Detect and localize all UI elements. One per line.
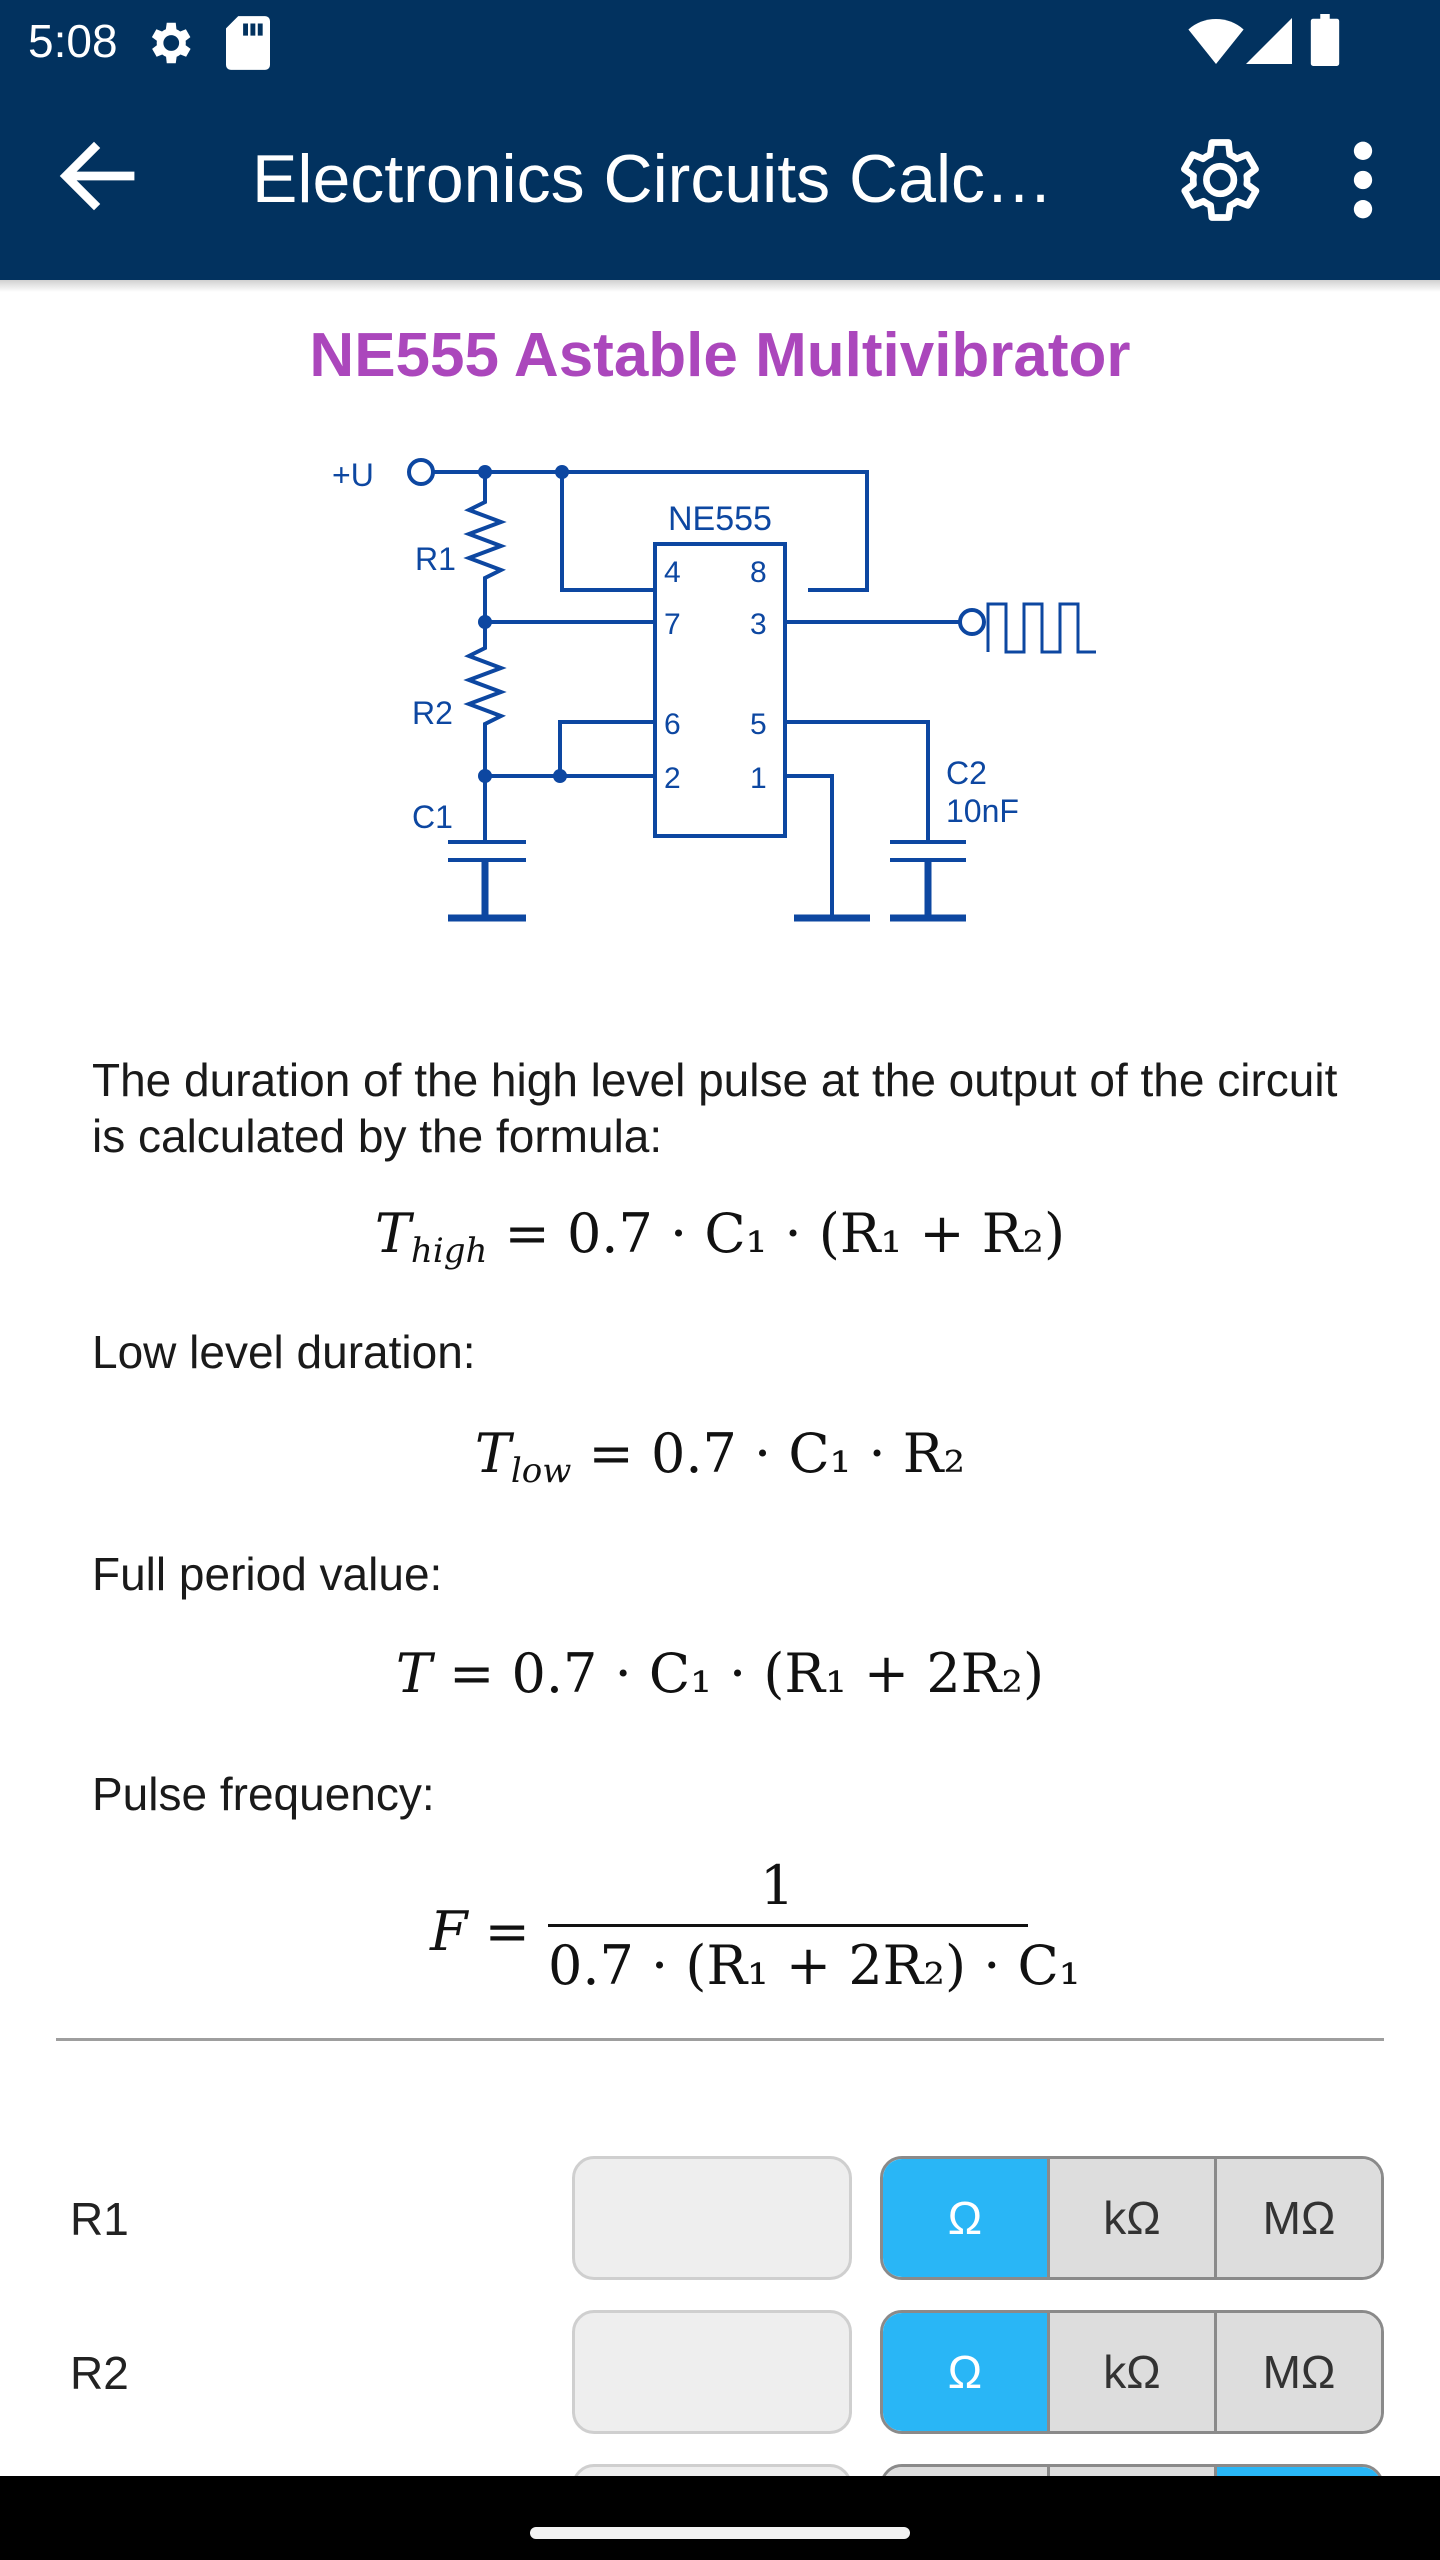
pin-label: 7 [664,608,681,641]
full-period-label: Full period value: [92,1548,443,1600]
c1-label: C1 [412,799,453,835]
unit-button[interactable] [1050,2467,1217,2476]
unit-button[interactable] [883,2467,1050,2476]
cell-signal-icon [1246,18,1292,69]
status-bar: 5:08 [0,0,1440,84]
r2-label: R2 [412,695,453,731]
section-divider [56,2038,1384,2041]
app-bar [0,84,1440,280]
pin-label: 5 [750,708,767,741]
formula-lhs: T [374,1202,411,1265]
pin-label: 1 [750,762,767,795]
more-options-button[interactable] [1318,130,1408,230]
pin-label: 6 [664,708,681,741]
settings-button[interactable] [1166,130,1266,230]
unit-ohm-button[interactable]: Ω [883,2313,1050,2431]
c2-label: C2 [946,755,987,791]
formula-frequency: F = 1 0.7 · (R₁ + 2R₂) · C₁ [420,1854,1081,2012]
c2-value: 10nF [946,793,1019,829]
fraction-numerator: 1 [760,1854,795,1917]
unit-kohm-button[interactable]: kΩ [1050,2159,1217,2277]
page-heading: NE555 Astable Multivibrator [309,321,1131,390]
unit-button[interactable] [1217,2467,1381,2476]
row-label: R2 [70,2347,129,2399]
formula-lhs-sub: high [410,1231,488,1271]
wifi-icon [1188,18,1244,69]
gear-icon [142,16,196,75]
low-duration-label: Low level duration: [92,1326,476,1378]
fraction-bar [548,1924,1028,1927]
unit-ohm-button[interactable]: Ω [883,2159,1050,2277]
input-row-next [0,2464,1440,2476]
app-bar-shadow [0,280,1440,292]
sd-card-icon [226,16,270,75]
unit-mohm-button[interactable]: MΩ [1217,2159,1381,2277]
battery-icon [1310,14,1340,71]
arrow-back-icon [59,141,135,211]
pin-label: 2 [664,762,681,795]
back-button[interactable] [50,128,146,224]
unit-mohm-button[interactable]: MΩ [1217,2313,1381,2431]
intro-text: The duration of the high level pulse at … [92,1054,1338,1162]
formula-rhs: = 0.7 · C₁ · (R₁ + R₂) [504,1202,1066,1265]
system-nav-bar [0,2476,1440,2560]
content-scroll[interactable]: NE555 Astable Multivibrator [0,292,1440,2476]
formula-lhs: F = [430,1900,530,1963]
gear-icon [1181,139,1260,221]
pin-label: 3 [750,608,767,641]
formula-lhs: T [395,1642,432,1705]
chip-label: NE555 [668,500,772,538]
unit-kohm-button[interactable]: kΩ [1050,2313,1217,2431]
next-value-input[interactable] [572,2464,852,2476]
formula-rhs: = 0.7 · C₁ · R₂ [588,1422,966,1485]
row-label: R1 [70,2193,129,2245]
formula-low: Tlow = 0.7 · C₁ · R₂ [0,1422,1440,1491]
more-vert-icon [1353,141,1373,219]
pin-label: 8 [750,556,767,589]
formula-lhs: T [474,1422,511,1485]
pulse-frequency-label: Pulse frequency: [92,1768,435,1820]
status-time: 5:08 [28,15,118,67]
formula-rhs: = 0.7 · C₁ · (R₁ + 2R₂) [449,1642,1045,1705]
r1-value-input[interactable] [572,2156,852,2280]
input-row-r2: R2 Ω kΩ MΩ [0,2310,1440,2436]
app-title: Electronics Circuits Calc… [252,141,1054,217]
supply-terminal [407,458,435,486]
home-gesture-handle[interactable] [530,2527,910,2539]
input-row-r1: R1 Ω kΩ MΩ [0,2156,1440,2282]
supply-label: +U [332,457,374,493]
pin-label: 4 [664,556,681,589]
r2-value-input[interactable] [572,2310,852,2434]
fraction-denominator: 0.7 · (R₁ + 2R₂) · C₁ [548,1934,1081,1997]
circuit-schematic: +U NE555 R1 R2 C1 C2 10nF 4 8 7 3 6 5 2 … [332,457,1096,922]
formula-high: Thigh = 0.7 · C₁ · (R₁ + R₂) [0,1202,1440,1271]
r2-unit-toggle: Ω kΩ MΩ [880,2310,1384,2434]
formula-period: T = 0.7 · C₁ · (R₁ + 2R₂) [0,1642,1440,1705]
r1-unit-toggle: Ω kΩ MΩ [880,2156,1384,2280]
formula-lhs-sub: low [510,1451,572,1491]
next-unit-toggle [880,2464,1384,2476]
r1-label: R1 [415,541,456,577]
